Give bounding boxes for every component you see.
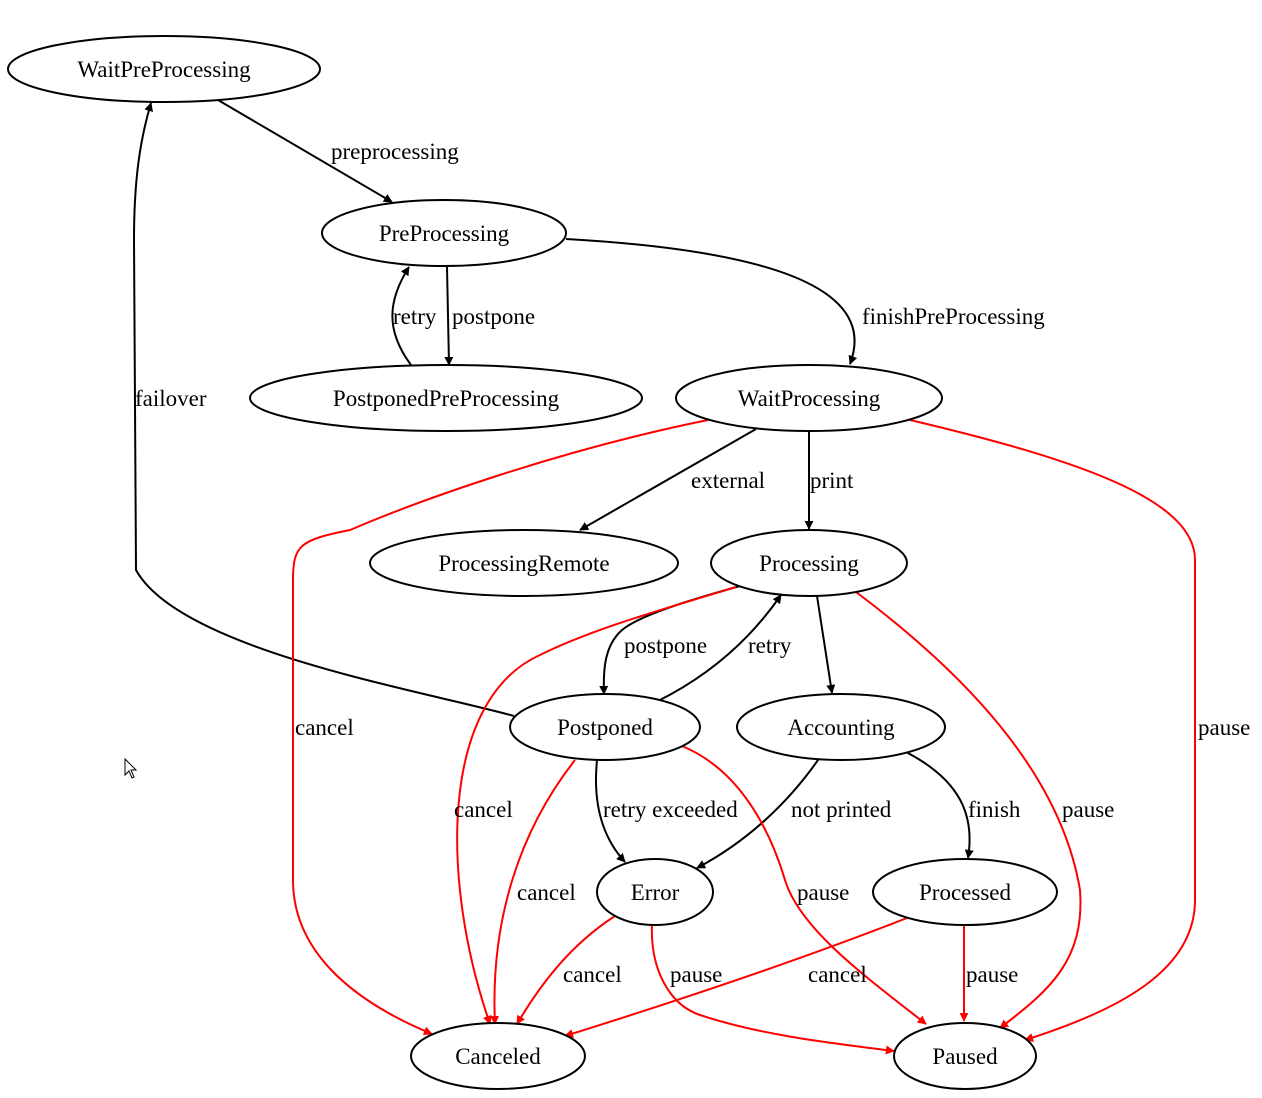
- edge-not-printed: [696, 759, 819, 869]
- label-cancel-processed: cancel: [808, 962, 867, 987]
- state-wait-processing: WaitProcessing: [675, 364, 943, 432]
- edge-line: [855, 591, 1082, 1029]
- state-accounting: Accounting: [736, 693, 946, 761]
- state-label: PreProcessing: [379, 221, 510, 246]
- edge-cancel-postponed: [490, 759, 576, 1025]
- label-external: external: [691, 468, 765, 493]
- edge-pause-postponed: [681, 745, 927, 1025]
- state-label: Accounting: [787, 715, 895, 740]
- edge-retry-pre: [391, 266, 412, 366]
- state-processing-remote: ProcessingRemote: [369, 529, 679, 597]
- edge-cancel-processed: [564, 917, 908, 1038]
- edge-finish: [905, 751, 974, 859]
- edge-line: [696, 759, 819, 869]
- label-print: print: [810, 468, 854, 493]
- state-wait-pre-processing: WaitPreProcessing: [7, 35, 321, 103]
- label-pause-processed: pause: [966, 962, 1018, 987]
- edge-retry: [657, 594, 782, 702]
- state-label: Processing: [759, 551, 859, 576]
- state-label: Processed: [919, 880, 1011, 905]
- edge-cancel-processing: [456, 586, 737, 1025]
- edge-line: [516, 915, 616, 1025]
- edge-line: [579, 428, 757, 531]
- state-label: Canceled: [455, 1044, 541, 1069]
- edge-line: [681, 745, 927, 1025]
- label-finish-pre-processing: finishPreProcessing: [862, 304, 1045, 329]
- edge-line: [456, 586, 737, 1025]
- label-pause-wait: pause: [1198, 715, 1250, 740]
- edge-line: [292, 419, 709, 1036]
- edge-cancel-error: [516, 915, 616, 1025]
- label-preprocessing: preprocessing: [331, 139, 459, 164]
- edge-line: [564, 917, 908, 1038]
- state-label: WaitProcessing: [738, 386, 881, 411]
- edge-line: [650, 923, 895, 1055]
- label-retry-pre: retry: [393, 304, 437, 329]
- state-label: ProcessingRemote: [438, 551, 609, 576]
- edge-external: [579, 428, 757, 531]
- edge-line: [490, 759, 576, 1025]
- edge-line: [217, 99, 393, 203]
- label-retry-exceeded: retry exceeded: [603, 797, 738, 822]
- mouse-pointer-icon: [124, 758, 138, 779]
- state-pre-processing: PreProcessing: [321, 199, 567, 267]
- label-not-printed: not printed: [791, 797, 892, 822]
- state-label: Error: [631, 880, 680, 905]
- state-label: PostponedPreProcessing: [333, 386, 560, 411]
- state-processed: Processed: [872, 858, 1058, 926]
- label-cancel-processing: cancel: [454, 797, 513, 822]
- edge-cancel-wait: [292, 419, 709, 1036]
- label-cancel-wait: cancel: [295, 715, 354, 740]
- edge-line: [565, 238, 858, 365]
- edge-line: [905, 751, 974, 859]
- state-postponed: Postponed: [509, 693, 701, 761]
- state-postponed-pre-processing: PostponedPreProcessing: [249, 364, 643, 432]
- edge-line: [132, 102, 515, 717]
- state-label: WaitPreProcessing: [77, 57, 251, 82]
- edge-line: [909, 419, 1196, 1042]
- edge-pause-wait: [909, 419, 1196, 1042]
- label-finish: finish: [968, 797, 1021, 822]
- label-failover: failover: [135, 386, 207, 411]
- state-paused: Paused: [893, 1022, 1037, 1090]
- label-cancel-postponed: cancel: [517, 880, 576, 905]
- edge-failover: [132, 102, 515, 717]
- edge-finish-pre-processing: [565, 238, 858, 365]
- edge-retry-exceeded: [594, 759, 626, 863]
- edge-accounting: [816, 595, 836, 694]
- edge-preprocessing: [217, 99, 393, 203]
- label-pause-processing: pause: [1062, 797, 1114, 822]
- edge-line: [444, 266, 454, 366]
- edge-postpone-pre: [444, 266, 454, 366]
- state-label: Paused: [932, 1044, 998, 1069]
- edge-line: [391, 266, 412, 366]
- state-processing: Processing: [710, 529, 908, 597]
- state-error: Error: [596, 858, 714, 926]
- state-canceled: Canceled: [410, 1022, 586, 1090]
- edge-line: [657, 594, 782, 702]
- label-retry: retry: [748, 633, 792, 658]
- edge-pause-processing: [855, 591, 1082, 1029]
- label-postpone: postpone: [624, 633, 707, 658]
- edge-pause-error: [650, 923, 895, 1055]
- edge-line: [594, 759, 626, 863]
- label-pause-error: pause: [670, 962, 722, 987]
- label-cancel-error: cancel: [563, 962, 622, 987]
- state-label: Postponed: [557, 715, 653, 740]
- edge-line: [816, 595, 836, 694]
- label-postpone-pre: postpone: [452, 304, 535, 329]
- label-pause-postponed: pause: [797, 880, 849, 905]
